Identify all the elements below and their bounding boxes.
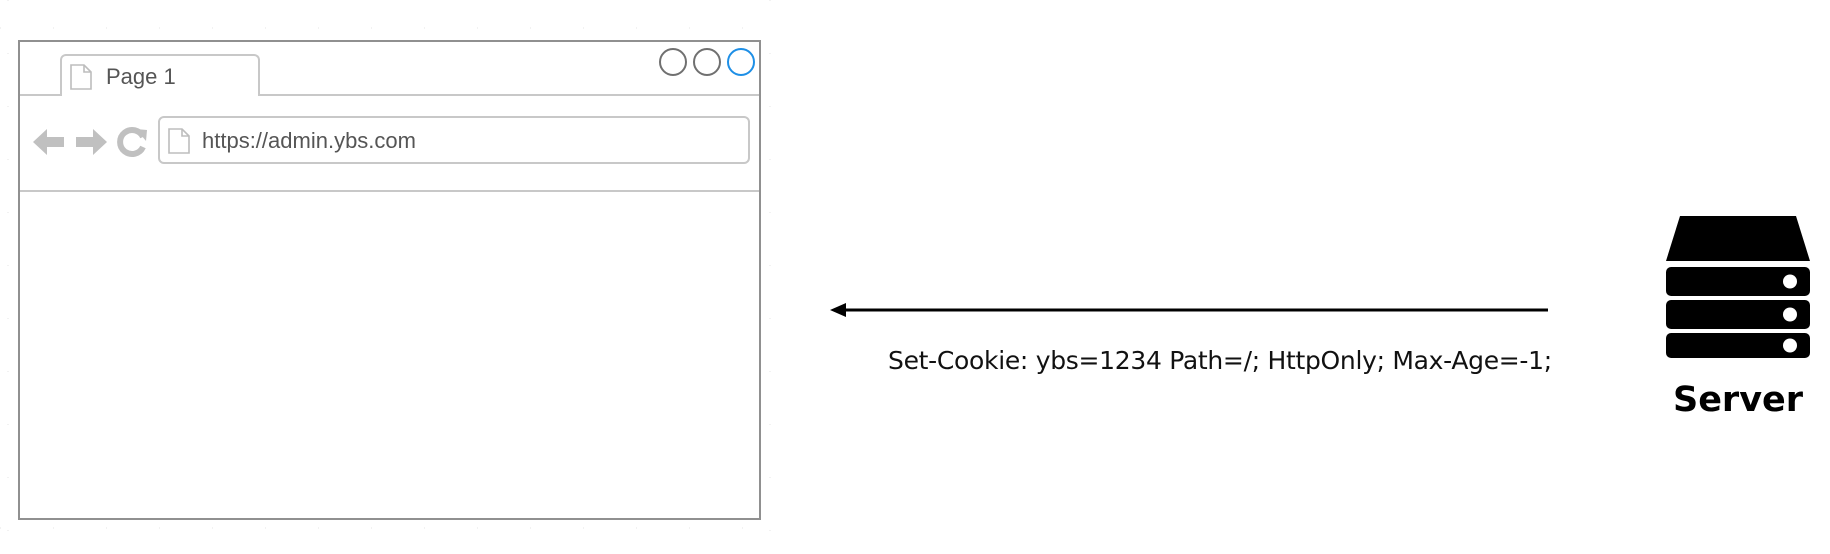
browser-window: Page 1 https://admin.ybs.com xyxy=(18,40,761,520)
close-button[interactable] xyxy=(727,48,755,76)
address-bar[interactable]: https://admin.ybs.com xyxy=(158,116,750,164)
url-text: https://admin.ybs.com xyxy=(202,128,416,153)
window-controls xyxy=(659,48,755,76)
maximize-button[interactable] xyxy=(693,48,721,76)
tab-label: Page 1 xyxy=(106,64,176,89)
back-arrow-icon[interactable] xyxy=(32,126,66,158)
minimize-button[interactable] xyxy=(659,48,687,76)
reload-icon[interactable] xyxy=(116,126,148,158)
server-icon xyxy=(1666,216,1810,358)
set-cookie-label: Set-Cookie: ybs=1234 Path=/; HttpOnly; M… xyxy=(888,346,1552,375)
response-arrow xyxy=(830,303,1548,317)
forward-arrow-icon[interactable] xyxy=(74,126,108,158)
tab-page-1[interactable]: Page 1 xyxy=(60,54,260,96)
page-icon xyxy=(168,128,190,154)
page-icon xyxy=(70,64,92,90)
page-content xyxy=(20,192,759,518)
server-label: Server xyxy=(1672,380,1804,420)
tab-strip: Page 1 xyxy=(20,42,759,96)
navigation-bar: https://admin.ybs.com xyxy=(20,96,759,192)
